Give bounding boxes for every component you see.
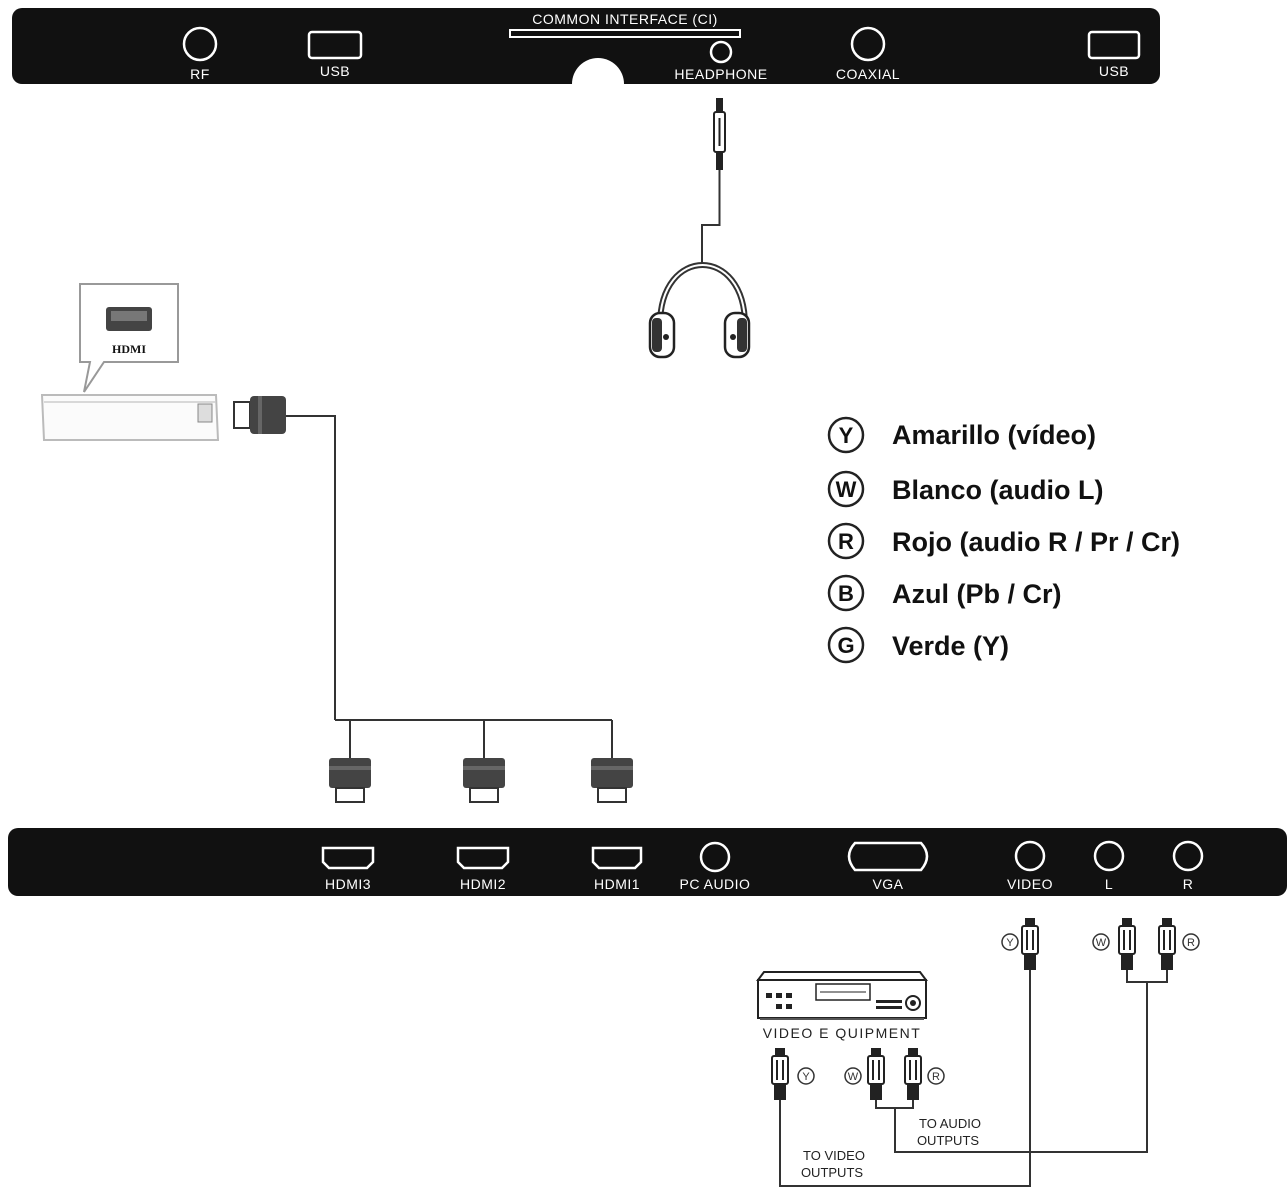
pc-audio-port-label: PC AUDIO (680, 876, 751, 892)
svg-text:W: W (1096, 937, 1107, 949)
plug-tag-r (927, 1067, 945, 1085)
to-video-outputs-label: OUTPUTS (801, 1165, 863, 1180)
legend-letter: W (836, 477, 857, 502)
headphone-port-label: HEADPHONE (674, 66, 767, 82)
video-port-icon[interactable] (1014, 840, 1046, 872)
equipment-rca-plugs: Y W R (771, 1047, 945, 1101)
legend-letter: B (838, 581, 854, 606)
legend-letter: Y (839, 423, 854, 448)
legend-text: Rojo (audio R / Pr / Cr) (892, 527, 1180, 557)
audio-r-port-icon[interactable] (1172, 840, 1204, 872)
plug-tag-y (1001, 933, 1019, 951)
usb-port-label-left: USB (320, 63, 350, 79)
svg-text:Y: Y (802, 1071, 810, 1083)
audio-r-port-label: R (1183, 876, 1194, 892)
ci-label: COMMON INTERFACE (CI) (532, 11, 718, 27)
svg-text:Y: Y (1006, 937, 1014, 949)
hdmi3-port-icon[interactable] (321, 846, 375, 870)
panel-notch (572, 58, 624, 84)
video-cable (779, 970, 1031, 1187)
hdmi-plug-icon (590, 757, 634, 803)
ci-slot (509, 29, 741, 38)
legend-letter: R (838, 529, 854, 554)
hdmi-source-device: HDMI (40, 283, 336, 720)
legend-text: Azul (Pb / Cr) (892, 579, 1062, 609)
legend-item: B Azul (Pb / Cr) (827, 574, 1062, 612)
legend-text: Verde (Y) (892, 631, 1009, 661)
usb-port-icon[interactable] (307, 30, 363, 60)
plug-tag-y (797, 1067, 815, 1085)
to-audio-outputs-label: OUTPUTS (917, 1133, 979, 1148)
video-equipment-label: VIDEO E QUIPMENT (763, 1025, 922, 1041)
vga-port-icon[interactable] (847, 841, 929, 872)
tv-rca-plugs: Y W R (1001, 917, 1200, 983)
rca-plug-icon (867, 1047, 885, 1101)
legend-item: Y Amarillo (vídeo) (827, 416, 1096, 454)
coaxial-port-label: COAXIAL (836, 66, 900, 82)
rca-plug-icon (1021, 917, 1039, 971)
rca-plug-icon (1158, 917, 1176, 971)
plug-tag-w (1092, 933, 1110, 951)
legend-item: G Verde (Y) (827, 626, 1009, 664)
hdmi2-port-icon[interactable] (456, 846, 510, 870)
hdmi-callout-label: HDMI (112, 342, 146, 356)
legend-item: W Blanco (audio L) (827, 470, 1104, 508)
legend-letter: G (837, 633, 854, 658)
legend-text: Amarillo (vídeo) (892, 420, 1096, 450)
usb-port-label-right: USB (1099, 63, 1129, 79)
video-port-label: VIDEO (1007, 876, 1053, 892)
audio-cable-join (875, 1100, 914, 1109)
audio-l-port-icon[interactable] (1093, 840, 1125, 872)
plug-tag-w (844, 1067, 862, 1085)
hdmi-callout (79, 283, 179, 393)
rca-plug-icon (1118, 917, 1136, 971)
coaxial-port-icon[interactable] (850, 26, 886, 62)
hdmi2-port-label: HDMI2 (460, 876, 506, 892)
rf-port-label: RF (190, 66, 210, 82)
legend-item: R Rojo (audio R / Pr / Cr) (827, 522, 1180, 560)
color-legend: Y Amarillo (vídeo) W Blanco (audio L) R … (827, 416, 1180, 664)
to-video-outputs-label: TO VIDEO (803, 1148, 865, 1163)
hdmi1-port-icon[interactable] (591, 846, 643, 870)
headphones-icon (648, 98, 751, 359)
legend-text: Blanco (audio L) (892, 475, 1104, 505)
hdmi3-port-label: HDMI3 (325, 876, 371, 892)
hdmi1-port-label: HDMI1 (594, 876, 640, 892)
audio-l-port-label: L (1105, 876, 1113, 892)
bottom-connector-panel: HDMI3 HDMI2 HDMI1 PC AUDIO VGA VIDEO L R (8, 828, 1287, 896)
hdmi-plug-icon (328, 757, 372, 803)
headphone-port-icon[interactable] (709, 40, 733, 64)
video-equipment-device: VIDEO E QUIPMENT (756, 971, 928, 1041)
usb-port-icon[interactable] (1087, 30, 1141, 60)
pc-audio-port-icon[interactable] (699, 841, 731, 873)
to-audio-outputs-label: TO AUDIO (919, 1116, 981, 1131)
svg-text:R: R (932, 1071, 940, 1083)
vga-port-label: VGA (872, 876, 903, 892)
hdmi-plug-icon (462, 757, 506, 803)
plug-tag-r (1182, 933, 1200, 951)
audio-cable (894, 982, 1148, 1153)
rca-plug-icon (771, 1047, 789, 1101)
top-connector-panel: COMMON INTERFACE (CI) RF USB HEADPHONE C… (12, 8, 1160, 84)
rf-port-icon[interactable] (182, 26, 218, 62)
svg-text:R: R (1187, 937, 1195, 949)
svg-text:W: W (848, 1071, 859, 1083)
rca-plug-icon (904, 1047, 922, 1101)
